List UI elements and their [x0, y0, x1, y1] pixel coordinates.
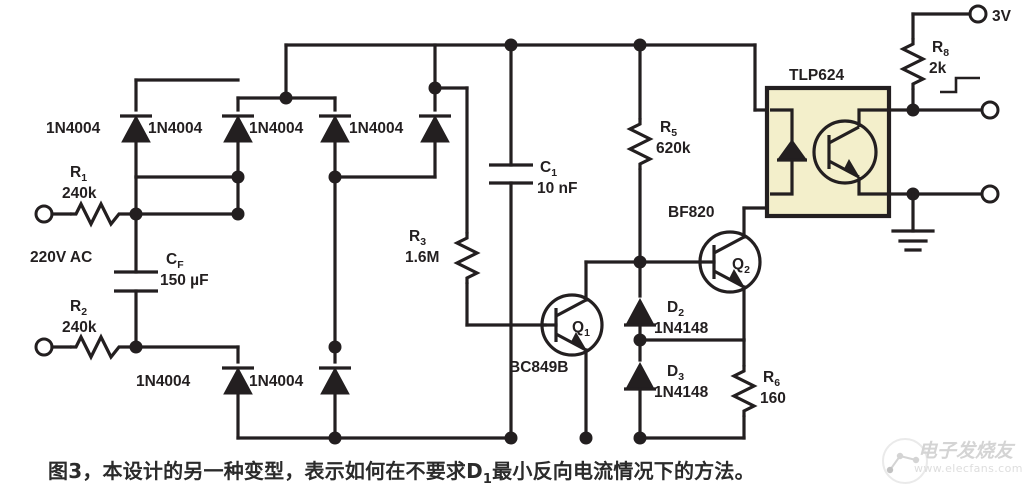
output-terminal-pulse[interactable] [980, 100, 1000, 120]
label-q1-part: BC849B [509, 359, 568, 376]
transistor-q2-emitter-arrow [729, 268, 745, 288]
resistor-r5 [626, 118, 654, 170]
transistor-q2-collector-lead [713, 235, 745, 255]
transistor-q1-collector-lead [555, 298, 587, 318]
opto-phototransistor-collector-lead [828, 125, 860, 145]
label-supply-3v: 3V [992, 8, 1012, 25]
diode-d2-body [625, 297, 655, 326]
resistor-r3 [453, 232, 481, 284]
label-c1-ref: C1 [540, 159, 557, 179]
opto-phototransistor-emitter-arrow [844, 158, 860, 178]
label-r5-ref: R5 [660, 119, 677, 139]
label-r3-ref: R3 [409, 228, 426, 248]
label-diode-1n4004-3: 1N4004 [249, 120, 304, 137]
opto-led-triangle [778, 139, 806, 159]
label-r2-value: 240k [62, 319, 97, 336]
diode-1n4004-2-body [223, 114, 253, 143]
junction-dot [231, 207, 245, 221]
caption-subscript: 1 [482, 472, 493, 487]
opto-phototransistor-outline [812, 119, 878, 185]
label-r6-value: 160 [760, 390, 786, 407]
junction-dot [231, 170, 245, 184]
label-q2-ref: Q2 [732, 256, 750, 276]
label-diode-1n4004-5: 1N4004 [136, 373, 191, 390]
junction-dot [328, 431, 342, 445]
label-diode-1n4004-4: 1N4004 [349, 120, 404, 137]
opto-collector-path [857, 108, 889, 127]
diode-1n4004-6-body [320, 366, 350, 395]
transistor-q1-emitter-arrow [571, 331, 587, 351]
label-r3-value: 1.6M [405, 249, 439, 266]
diode-1n4004-3-body [320, 114, 350, 143]
caption-rest: 最小反向电流情况下的方法。 [492, 459, 755, 483]
label-cf-ref: CF [166, 251, 184, 271]
label-diode-1n4004-6: 1N4004 [249, 373, 304, 390]
junction-dot [579, 431, 593, 445]
label-r5-value: 620k [656, 140, 691, 157]
junction-dot [328, 340, 342, 354]
junction-dot [906, 103, 920, 117]
label-ac-source: 220V AC [30, 249, 92, 266]
output-terminal-common[interactable] [980, 184, 1000, 204]
junction-dot [328, 170, 342, 184]
label-r8-ref: R8 [932, 39, 949, 59]
label-r8-value: 2k [929, 60, 947, 77]
ac-input-terminal-top[interactable] [34, 204, 54, 224]
label-cf-value: 150 µF [160, 272, 209, 289]
transistor-q1-outline [540, 293, 604, 357]
resistor-r1 [70, 200, 136, 228]
junction-dot [504, 431, 518, 445]
label-r6-ref: R6 [763, 369, 780, 389]
label-optocoupler-part: TLP624 [789, 67, 845, 84]
ac-input-terminal-bottom[interactable] [34, 337, 54, 357]
resistor-r6 [730, 365, 758, 417]
label-diode-1n4004-2: 1N4004 [148, 120, 203, 137]
junction-dot [633, 333, 647, 347]
label-diode-1n4004-1: 1N4004 [46, 120, 101, 137]
junction-dot [129, 340, 143, 354]
diode-1n4004-5-body [223, 366, 253, 395]
label-d3-ref: D3 [667, 363, 684, 383]
diode-1n4004-4-body [420, 114, 450, 143]
label-r1-ref: R1 [70, 164, 87, 184]
label-q2-part: BF820 [668, 204, 715, 221]
label-r1-value: 240k [62, 185, 97, 202]
diode-1n4004-1-body [121, 114, 151, 143]
resistor-r8 [899, 38, 927, 90]
label-d2-ref: D2 [667, 299, 684, 319]
label-c1-value: 10 nF [537, 180, 577, 197]
label-q1-ref: Q1 [572, 319, 590, 339]
opto-emitter-path [857, 177, 889, 196]
label-r2-ref: R2 [70, 298, 87, 318]
caption-main: 图3，本设计的另一种变型，表示如何在不要求D [48, 459, 483, 483]
diode-d3-body [625, 361, 655, 390]
label-d3-part: 1N4148 [654, 384, 709, 401]
pulse-waveform-icon [940, 76, 980, 94]
resistor-r2 [70, 333, 136, 361]
figure-caption: 图3，本设计的另一种变型，表示如何在不要求D1最小反向电流情况下的方法。 [48, 455, 908, 487]
supply-3v-terminal[interactable] [968, 4, 988, 24]
label-d2-part: 1N4148 [654, 320, 709, 337]
